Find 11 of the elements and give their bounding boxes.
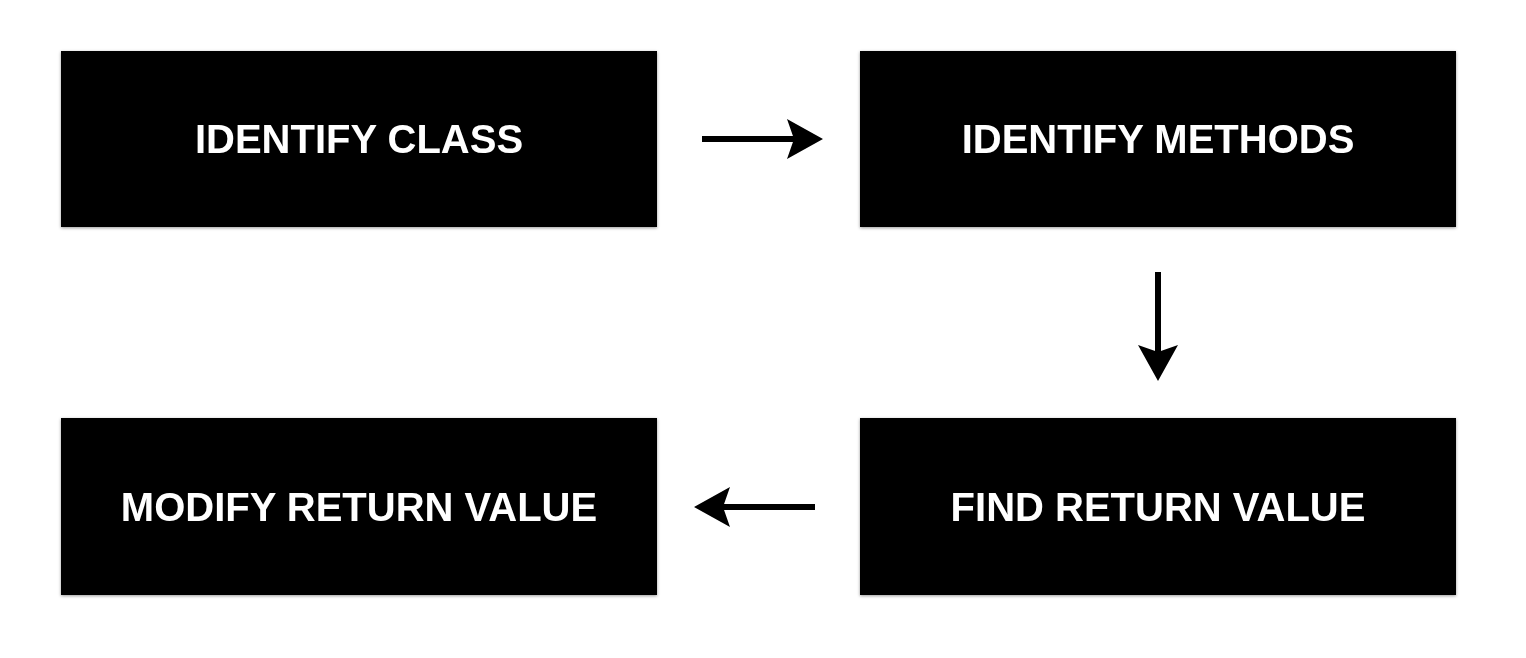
box-label: FIND RETURN VALUE	[950, 483, 1366, 531]
box-label: IDENTIFY CLASS	[194, 116, 524, 163]
arrow	[694, 487, 815, 527]
arrow	[1138, 272, 1178, 381]
process-box	[61, 51, 657, 227]
process-box	[860, 418, 1456, 595]
box-label: MODIFY RETURN VALUE	[120, 483, 598, 531]
process-box	[61, 418, 657, 595]
process-box	[860, 51, 1456, 227]
arrow	[702, 119, 823, 159]
box-label: IDENTIFY METHODS	[961, 116, 1355, 163]
